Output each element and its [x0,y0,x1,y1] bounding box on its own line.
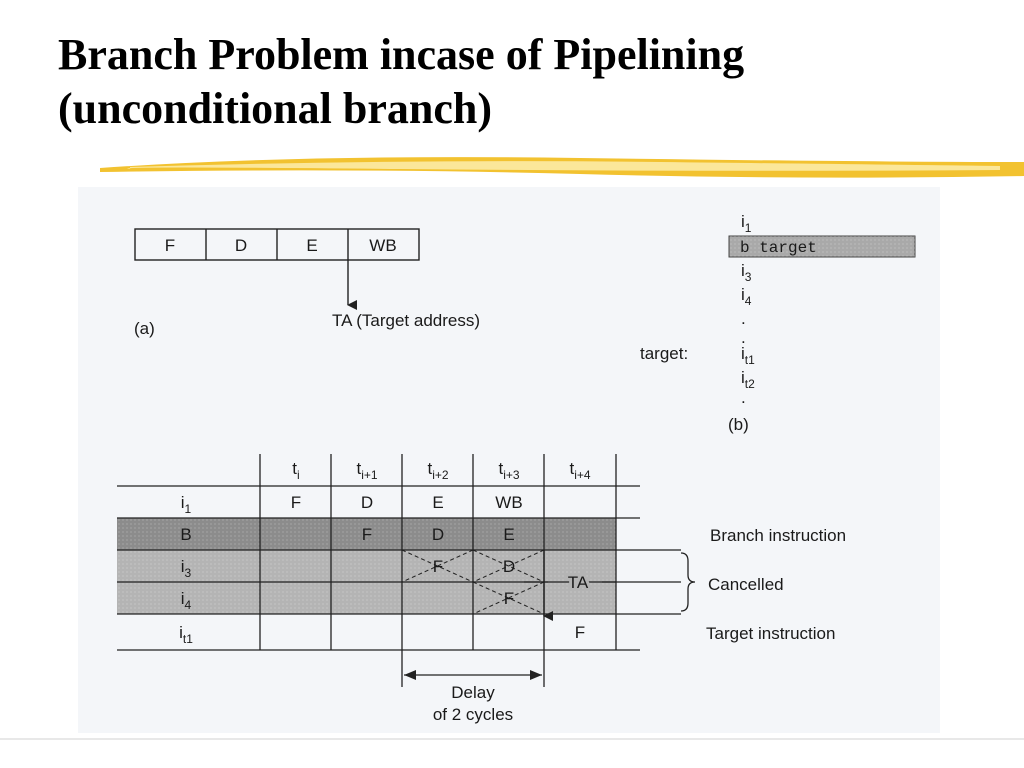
delay-label-line-1: Delay [451,683,495,702]
stage-cell: D [432,525,444,544]
delay-arrowhead-right [530,670,542,680]
title-line-2: (unconditional branch) [58,84,492,133]
delay-label-line-2: of 2 cycles [433,705,513,724]
part-a-label: (a) [134,319,155,338]
program-line-7: it2 [741,368,755,391]
row-label-4: i4 [181,589,192,612]
stage-cell: F [362,525,372,544]
delay-arrowhead-left [404,670,416,680]
time-label-3: ti+2 [427,459,448,482]
row-label-2: B [180,525,191,544]
time-label-5: ti+4 [569,459,590,482]
program-line-8: . [741,388,746,407]
slide-title: Branch Problem incase of Pipelining (unc… [58,28,998,136]
time-label-1: ti [292,459,299,482]
title-underline [100,157,1024,178]
cancelled-brace [680,552,696,612]
cancel-marks [401,549,545,615]
stage-label-e: E [306,236,317,255]
target-address-label: TA (Target address) [332,311,480,330]
cancelled-annotation: Cancelled [708,575,784,594]
program-line-1: i1 [741,212,752,235]
program-line-3: i4 [741,285,752,308]
target-instruction-annotation: Target instruction [706,624,835,643]
time-label-2: ti+1 [356,459,377,482]
target-label: target: [640,344,688,363]
stage-cell: E [503,525,514,544]
stage-label-wb: WB [369,236,396,255]
ta-label: TA [568,573,589,592]
title-line-1: Branch Problem incase of Pipelining [58,30,745,79]
program-line-4: . [741,309,746,328]
row-label-1: i1 [181,493,192,516]
part-a: F D E WB TA (Target address) (a) [134,228,480,338]
row-label-3: i3 [181,557,192,580]
stage-cell: E [432,493,443,512]
stage-label-d: D [235,236,247,255]
program-line-5: . [741,328,746,347]
figure-panel: F D E WB TA (Target address) (a) b targe… [78,187,940,733]
stage-cell: F [433,557,443,576]
bottom-rule [0,738,1024,740]
stage-cell: D [503,557,515,576]
part-b-label: (b) [728,415,749,434]
stage-label-f: F [165,236,175,255]
stage-cell: D [361,493,373,512]
row-label-5: it1 [179,623,193,646]
time-header: ti ti+1 ti+2 ti+3 ti+4 [292,459,591,482]
stage-cell: F [291,493,301,512]
program-line-2: i3 [741,261,752,284]
stage-cell: F [575,623,585,642]
time-label-4: ti+3 [498,459,519,482]
stage-cell: WB [495,493,522,512]
pipeline-figure: F D E WB TA (Target address) (a) b targe… [117,212,916,724]
branch-instruction-annotation: Branch instruction [710,526,846,545]
brush-highlight [127,161,1000,171]
stage-cell: F [504,589,514,608]
branch-instruction-text: b target [740,239,817,257]
program-line-6: it1 [741,344,755,367]
